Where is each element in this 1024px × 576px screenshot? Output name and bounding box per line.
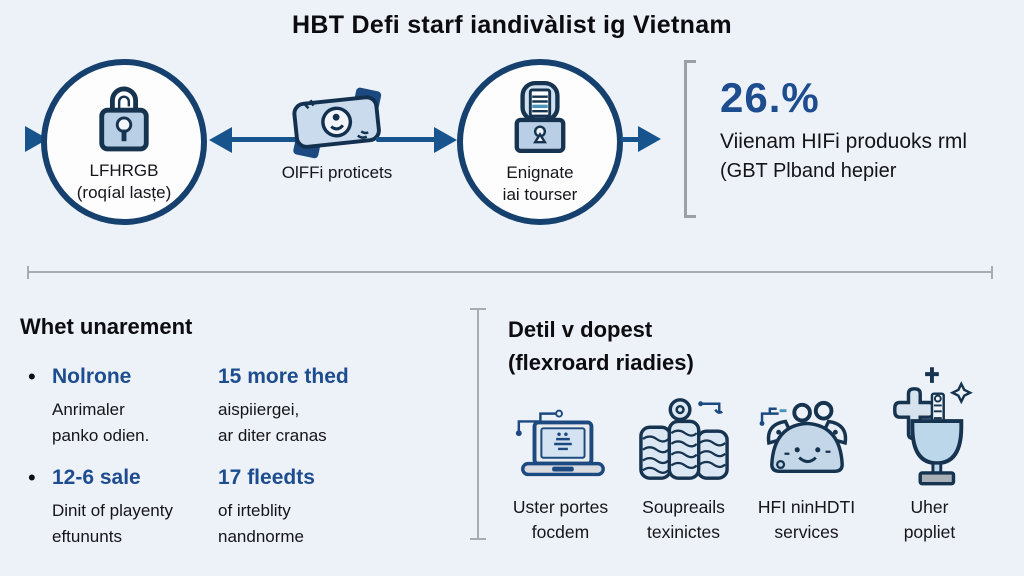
padlock-icon xyxy=(99,86,149,152)
page-title: HBT Defi starf iandivàlist ig Vietnam xyxy=(292,11,732,39)
laptop-icon xyxy=(515,409,605,477)
feature-icon-grid: Uster portes focdem xyxy=(499,366,993,545)
bullet-icon: • xyxy=(28,465,36,490)
feature-label: Uher popliet xyxy=(903,497,956,542)
feature-label: Uster portes focdem xyxy=(512,497,609,542)
list-item: • 12-6 sale Dinit of playenty eftununts xyxy=(28,465,173,546)
vertical-divider xyxy=(470,308,486,540)
list-item: 17 fleedts of irteblity nandnorme xyxy=(218,466,315,546)
exit-arrowhead-icon xyxy=(638,126,661,152)
node2-label: Enignate iai tourser xyxy=(502,162,578,204)
arrow-line-left xyxy=(230,137,300,142)
stat-bracket xyxy=(684,60,696,218)
arrow-line-right xyxy=(376,137,436,142)
list-item: • Nolrone Anrimaler panko odien. xyxy=(28,364,150,445)
feature-label: Soupreails texinictes xyxy=(642,497,725,542)
bullet-icon: • xyxy=(28,364,36,389)
banknote-icon xyxy=(292,87,382,159)
node1-label: LFHRGB (roqíal lasțe) xyxy=(76,160,172,202)
feature-cell-coins: Soupreails texinictes xyxy=(622,366,745,545)
list-item: 15 more thed aispiiergei, ar diter crana… xyxy=(218,365,349,445)
secure-lock-icon xyxy=(514,80,566,153)
stat-value: 26.% xyxy=(720,74,820,121)
trophy-icon xyxy=(892,367,973,486)
left-arrowhead-icon xyxy=(209,127,232,153)
coin-stacks-icon xyxy=(638,398,729,480)
crab-icon xyxy=(759,400,847,474)
exit-arrow-line xyxy=(621,137,641,142)
flow-node-lock: LFHRGB (roqíal lasțe) xyxy=(41,59,207,225)
feature-label: HFI ninHDTI services xyxy=(757,497,856,542)
right-section-heading: Detil v dopest (flexroard riadies) xyxy=(508,317,694,375)
stat-block: 26.% Viienam HIFi produoks rml (GBT Plba… xyxy=(720,74,967,183)
horizontal-divider xyxy=(27,266,993,279)
feature-cell-trophy: Uher popliet xyxy=(868,366,991,545)
connector-label: OlFFi proticets xyxy=(281,163,393,182)
stat-line2: (GBT Plband hepier xyxy=(720,160,897,182)
right-arrowhead-icon xyxy=(434,127,457,153)
feature-cell-user-portal: Uster portes focdem xyxy=(499,366,622,545)
flow-node-secure: Enignate iai tourser xyxy=(457,59,623,225)
stat-line1: Viienam HIFi produoks rml xyxy=(720,130,968,153)
left-section-heading: Whet unarement xyxy=(20,314,193,339)
feature-cell-services: HFI ninHDTI services xyxy=(745,366,868,545)
connector-icon-wrap xyxy=(283,85,392,166)
